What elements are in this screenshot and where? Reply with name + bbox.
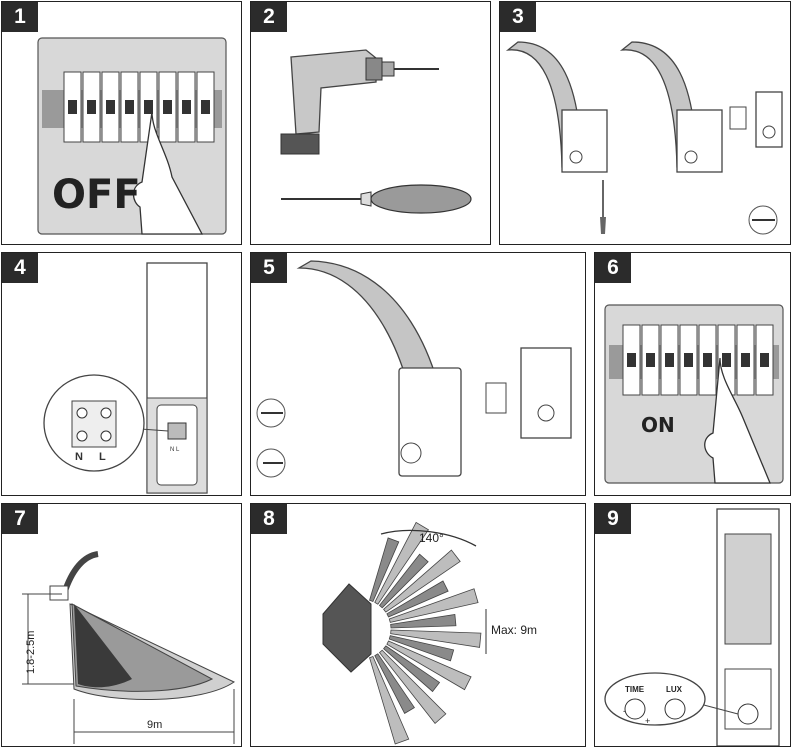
step-4-panel: 4 N L N L — [1, 252, 242, 496]
detection-zone-ray — [369, 537, 400, 602]
breaker-toggle — [125, 100, 134, 114]
breaker-toggle — [684, 353, 693, 367]
step-6-panel: 6 ON — [594, 252, 791, 496]
disassembly-illustration — [505, 41, 783, 235]
terminal-n-label: N — [75, 451, 83, 463]
step-number: 5 — [251, 253, 287, 283]
breaker-toggle — [665, 353, 674, 367]
range-label: Max: 9m — [491, 623, 537, 637]
knob-zoom-circle — [604, 672, 706, 726]
angle-label: 140° — [419, 531, 444, 545]
lux-label: LUX — [666, 685, 683, 694]
plus-sign: + — [645, 716, 650, 726]
lamp-body-icon — [296, 260, 462, 477]
step-9-panel: 9 TIME LUX + - — [594, 503, 791, 747]
tools-illustration — [280, 49, 472, 214]
step-8-panel: 8 140° Max: 9m — [250, 503, 586, 747]
detection-zone-ray — [378, 649, 447, 725]
mounting-illustration — [256, 260, 572, 478]
on-label: ON — [641, 413, 675, 437]
detection-zone-ray — [369, 656, 410, 745]
circuit-breaker-row — [63, 71, 215, 143]
plate-terminal-text: N L — [170, 447, 180, 453]
finger-icon — [704, 357, 771, 484]
step-number: 7 — [2, 504, 38, 534]
detection-zone-ray — [388, 635, 455, 662]
step-number: 8 — [251, 504, 287, 534]
lamp-housing-open-icon — [619, 41, 783, 173]
screw-icon — [256, 398, 286, 478]
breaker-toggle — [68, 100, 77, 114]
breaker-toggle — [182, 100, 191, 114]
breaker-on-illustration — [604, 304, 784, 484]
detection-angle-illustration: 140° Max: 9m — [322, 521, 537, 745]
detection-zone-ray — [386, 580, 449, 618]
detection-zone-ray — [390, 629, 482, 648]
breaker-toggle — [87, 100, 96, 114]
drill-icon — [280, 49, 439, 155]
detection-zone-ray — [383, 549, 461, 613]
step-1-panel: 1 OFF — [1, 1, 242, 245]
breaker-off-illustration — [37, 37, 227, 235]
step-number: 6 — [595, 253, 631, 283]
lamp-housing-icon — [505, 41, 608, 234]
terminal-block-icon — [167, 422, 187, 440]
connector-icon — [485, 382, 507, 414]
step-5-panel: 5 — [250, 252, 586, 496]
detection-zone-ray — [383, 645, 441, 693]
breaker-toggle — [106, 100, 115, 114]
breaker-toggle — [703, 353, 712, 367]
lux-knob[interactable] — [664, 698, 686, 720]
detection-zone-ray — [386, 640, 472, 691]
time-label: TIME — [625, 685, 645, 694]
breaker-toggle — [163, 100, 172, 114]
step-2-panel: 2 — [250, 1, 491, 245]
time-knob[interactable] — [624, 698, 646, 720]
detection-zone-ray — [378, 553, 429, 609]
distance-label: 9m — [147, 719, 162, 731]
breaker-toggle — [722, 353, 731, 367]
step-number: 4 — [2, 253, 38, 283]
lamp-side-icon — [61, 551, 99, 595]
step-7-panel: 7 1.8-2.5m 9m — [1, 503, 242, 747]
breaker-toggle — [201, 100, 210, 114]
sensor-source-icon — [322, 583, 372, 673]
breaker-toggle — [741, 353, 750, 367]
off-label: OFF — [52, 172, 141, 218]
wiring-illustration: N L N L — [43, 262, 208, 494]
detection-zone-ray — [374, 521, 430, 605]
step-number: 9 — [595, 504, 631, 534]
detection-zone-ray — [388, 588, 479, 623]
breaker-toggle — [144, 100, 153, 114]
adjustment-illustration: TIME LUX + - — [604, 508, 780, 746]
breaker-toggle — [646, 353, 655, 367]
screwdriver-icon — [281, 184, 472, 214]
detection-height-illustration: 1.8-2.5m 9m — [22, 551, 235, 744]
mount-height-label: 1.8-2.5m — [25, 631, 37, 674]
breaker-toggle — [627, 353, 636, 367]
minus-sign: - — [623, 706, 626, 716]
wall-bracket-icon — [520, 347, 572, 439]
step-3-panel: 3 — [499, 1, 791, 245]
breaker-toggle — [760, 353, 769, 367]
step-number: 3 — [500, 2, 536, 32]
finger-icon — [132, 111, 204, 235]
step-number: 2 — [251, 2, 287, 32]
screwdriver-icon — [748, 205, 778, 235]
detection-zone-ray — [390, 613, 457, 629]
detection-fan — [369, 521, 482, 745]
terminal-l-label: L — [99, 451, 106, 463]
step-number: 1 — [2, 2, 38, 32]
detection-zone-ray — [374, 653, 415, 714]
